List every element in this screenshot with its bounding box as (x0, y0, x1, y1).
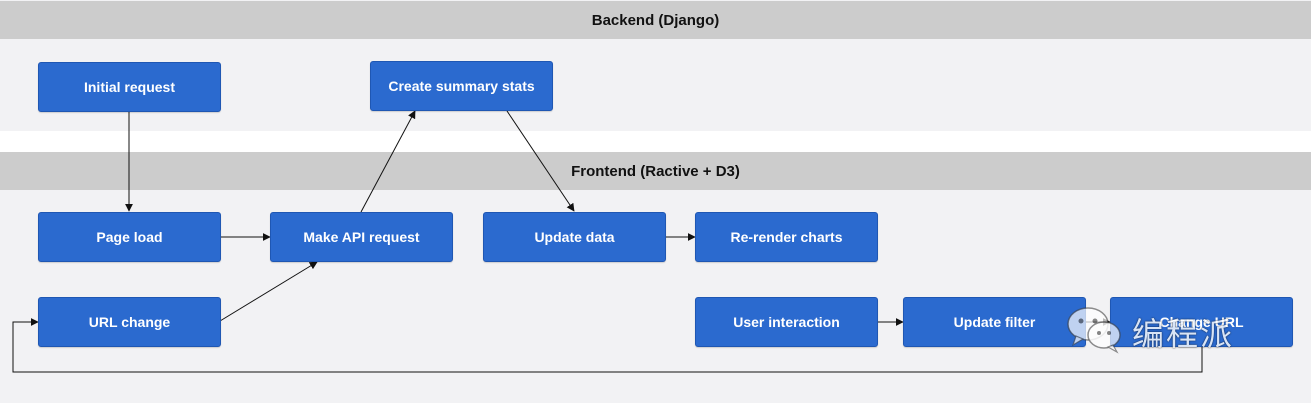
watermark: 编程派 (1064, 304, 1234, 359)
node-rerender-charts-label: Re-render charts (730, 229, 843, 245)
node-change-url-label: Change URL (1159, 314, 1244, 330)
node-update-data-label: Update data (534, 229, 615, 245)
node-url-change-label: URL change (88, 314, 171, 330)
node-page-load: Page load (38, 212, 221, 262)
node-update-filter: Update filter (903, 297, 1086, 347)
node-create-summary-stats: Create summary stats (370, 61, 553, 111)
backend-lane-header: Backend (Django) (0, 1, 1311, 39)
node-page-load-label: Page load (96, 229, 163, 245)
node-make-api-request: Make API request (270, 212, 453, 262)
node-change-url: Change URL (1110, 297, 1293, 347)
node-rerender-charts: Re-render charts (695, 212, 878, 262)
node-user-interaction: User interaction (695, 297, 878, 347)
node-url-change: URL change (38, 297, 221, 347)
node-initial-request-label: Initial request (83, 79, 176, 95)
node-make-api-request-label: Make API request (303, 229, 420, 245)
frontend-lane-header: Frontend (Ractive + D3) (0, 152, 1311, 190)
frontend-lane-title: Frontend (Ractive + D3) (571, 162, 740, 180)
backend-lane-title: Backend (Django) (591, 11, 720, 29)
node-update-filter-label: Update filter (953, 314, 1036, 330)
watermark-text: 编程派 (1132, 314, 1235, 353)
node-update-data: Update data (483, 212, 666, 262)
node-initial-request: Initial request (38, 62, 221, 112)
node-create-summary-stats-label: Create summary stats (388, 78, 535, 94)
node-user-interaction-label: User interaction (733, 314, 840, 330)
wechat-icon (1064, 304, 1126, 359)
